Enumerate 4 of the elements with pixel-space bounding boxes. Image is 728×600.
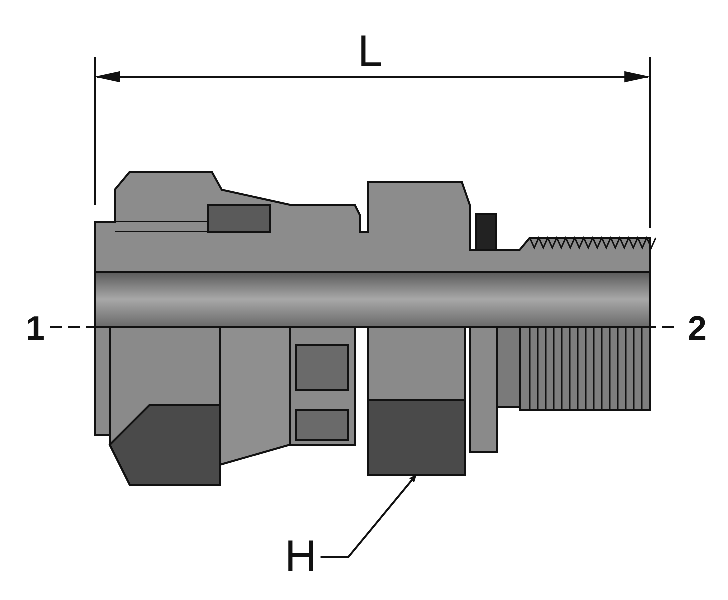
leader-line xyxy=(320,474,418,558)
hex-flat xyxy=(367,399,466,476)
dimension-label: L xyxy=(358,30,382,74)
callout-letter: H xyxy=(285,535,317,579)
